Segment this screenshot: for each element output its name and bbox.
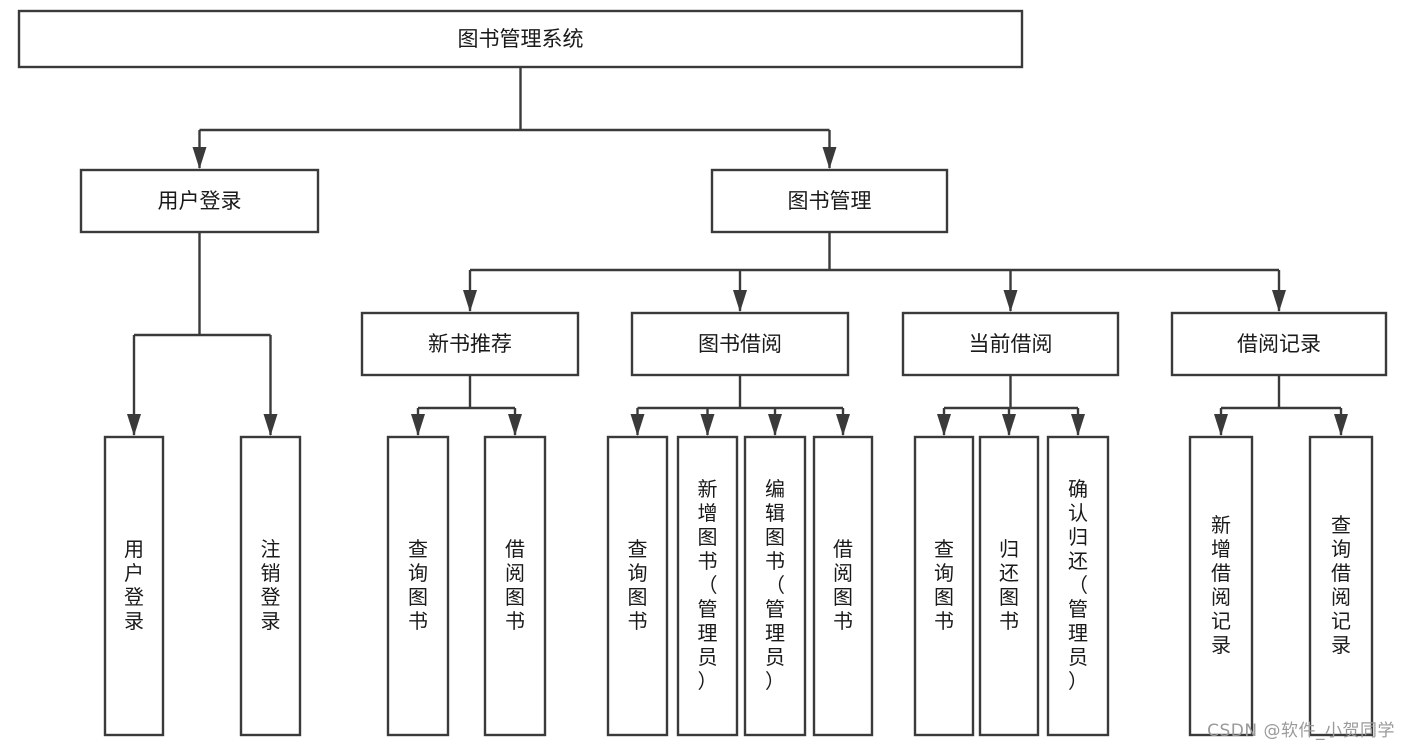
node-l2-图书管理[interactable]: 图书管理 xyxy=(710,168,949,234)
arrow-head-icon-图书借阅 xyxy=(733,290,747,312)
node-root-图书管理系统[interactable]: 图书管理系统 xyxy=(17,9,1024,69)
node-box xyxy=(630,311,850,377)
node-leaf-归还图书[interactable]: 归还图书 xyxy=(978,435,1040,737)
node-label: 借阅图书 xyxy=(505,537,525,633)
node-box xyxy=(901,311,1120,377)
node-l3-图书借阅[interactable]: 图书借阅 xyxy=(630,311,850,377)
arrow-head-icon-用户登录 xyxy=(127,414,141,436)
node-box xyxy=(606,435,669,737)
arrow-head-icon-借阅图书 xyxy=(836,414,850,436)
arrow-head-icon-当前借阅 xyxy=(1003,290,1018,312)
node-leaf-新增图书管理员[interactable]: 新增图书（管理员） xyxy=(676,435,739,737)
node-label: 编辑图书（管理员） xyxy=(765,477,785,693)
node-box xyxy=(676,435,739,737)
node-label: 图书借阅 xyxy=(698,332,782,356)
node-label: 用户登录 xyxy=(124,537,144,633)
node-label: 查询借阅记录 xyxy=(1331,513,1351,657)
node-box xyxy=(103,435,165,737)
node-l3-当前借阅[interactable]: 当前借阅 xyxy=(901,311,1120,377)
node-box xyxy=(1188,435,1254,737)
node-box xyxy=(1170,311,1388,377)
node-box xyxy=(1308,435,1374,737)
node-leaf-查询借阅记录[interactable]: 查询借阅记录 xyxy=(1308,435,1374,737)
arrow-head-icon-借阅记录 xyxy=(1272,290,1286,312)
arrow-head-icon-新增借阅记录 xyxy=(1214,414,1228,436)
node-label: 查询图书 xyxy=(934,537,954,633)
arrow-head-icon-确认归还管理员 xyxy=(1071,414,1085,436)
node-label: 查询图书 xyxy=(628,537,648,633)
node-label: 借阅记录 xyxy=(1237,332,1321,356)
node-leaf-借阅图书[interactable]: 借阅图书 xyxy=(812,435,874,737)
node-box xyxy=(913,435,975,737)
node-leaf-查询图书[interactable]: 查询图书 xyxy=(913,435,975,737)
node-l3-新书推荐[interactable]: 新书推荐 xyxy=(360,311,580,377)
arrow-head-icon-用户登录 xyxy=(192,147,207,169)
node-box xyxy=(743,435,807,737)
node-leaf-借阅图书[interactable]: 借阅图书 xyxy=(483,435,547,737)
node-box xyxy=(812,435,874,737)
arrow-head-icon-归还图书 xyxy=(1002,414,1016,436)
node-box xyxy=(239,435,302,737)
connectors-layer xyxy=(127,67,1348,436)
node-label: 用户登录 xyxy=(158,189,242,213)
arrow-head-icon-新书推荐 xyxy=(463,290,477,312)
arrow-head-icon-新增图书管理员 xyxy=(700,414,715,436)
node-leaf-查询图书[interactable]: 查询图书 xyxy=(386,435,450,737)
node-label: 查询图书 xyxy=(408,537,428,633)
node-leaf-编辑图书管理员[interactable]: 编辑图书（管理员） xyxy=(743,435,807,737)
node-box xyxy=(386,435,450,737)
node-label: 新书推荐 xyxy=(428,332,512,356)
node-l3-借阅记录[interactable]: 借阅记录 xyxy=(1170,311,1388,377)
arrow-head-icon-查询图书 xyxy=(937,414,951,436)
node-leaf-查询图书[interactable]: 查询图书 xyxy=(606,435,669,737)
node-l2-用户登录[interactable]: 用户登录 xyxy=(79,168,320,234)
node-leaf-注销登录[interactable]: 注销登录 xyxy=(239,435,302,737)
node-label: 归还图书 xyxy=(999,537,1019,633)
node-box xyxy=(360,311,580,377)
nodes-layer: 图书管理系统用户登录图书管理新书推荐图书借阅当前借阅借阅记录用户登录注销登录查询… xyxy=(17,9,1388,737)
node-label: 新增借阅记录 xyxy=(1211,513,1231,657)
arrow-head-icon-借阅图书 xyxy=(508,414,522,436)
node-leaf-新增借阅记录[interactable]: 新增借阅记录 xyxy=(1188,435,1254,737)
node-label: 借阅图书 xyxy=(833,537,853,633)
node-box xyxy=(17,9,1024,69)
arrow-head-icon-查询图书 xyxy=(630,414,645,436)
node-label: 当前借阅 xyxy=(969,332,1053,356)
node-box xyxy=(978,435,1040,737)
arrow-head-icon-编辑图书管理员 xyxy=(768,414,782,436)
node-box xyxy=(483,435,547,737)
node-label: 确认归还（管理员） xyxy=(1068,477,1088,693)
node-label: 新增图书（管理员） xyxy=(698,477,718,693)
node-box xyxy=(79,168,320,234)
arrow-head-icon-查询借阅记录 xyxy=(1334,414,1348,436)
node-box xyxy=(1046,435,1110,737)
node-label: 图书管理 xyxy=(788,189,872,213)
arrow-head-icon-查询图书 xyxy=(411,414,425,436)
node-label: 图书管理系统 xyxy=(458,27,584,51)
node-leaf-用户登录[interactable]: 用户登录 xyxy=(103,435,165,737)
node-box xyxy=(710,168,949,234)
arrow-head-icon-图书管理 xyxy=(822,147,837,169)
arrow-head-icon-注销登录 xyxy=(263,414,278,436)
node-label: 注销登录 xyxy=(261,537,281,633)
node-leaf-确认归还管理员[interactable]: 确认归还（管理员） xyxy=(1046,435,1110,737)
